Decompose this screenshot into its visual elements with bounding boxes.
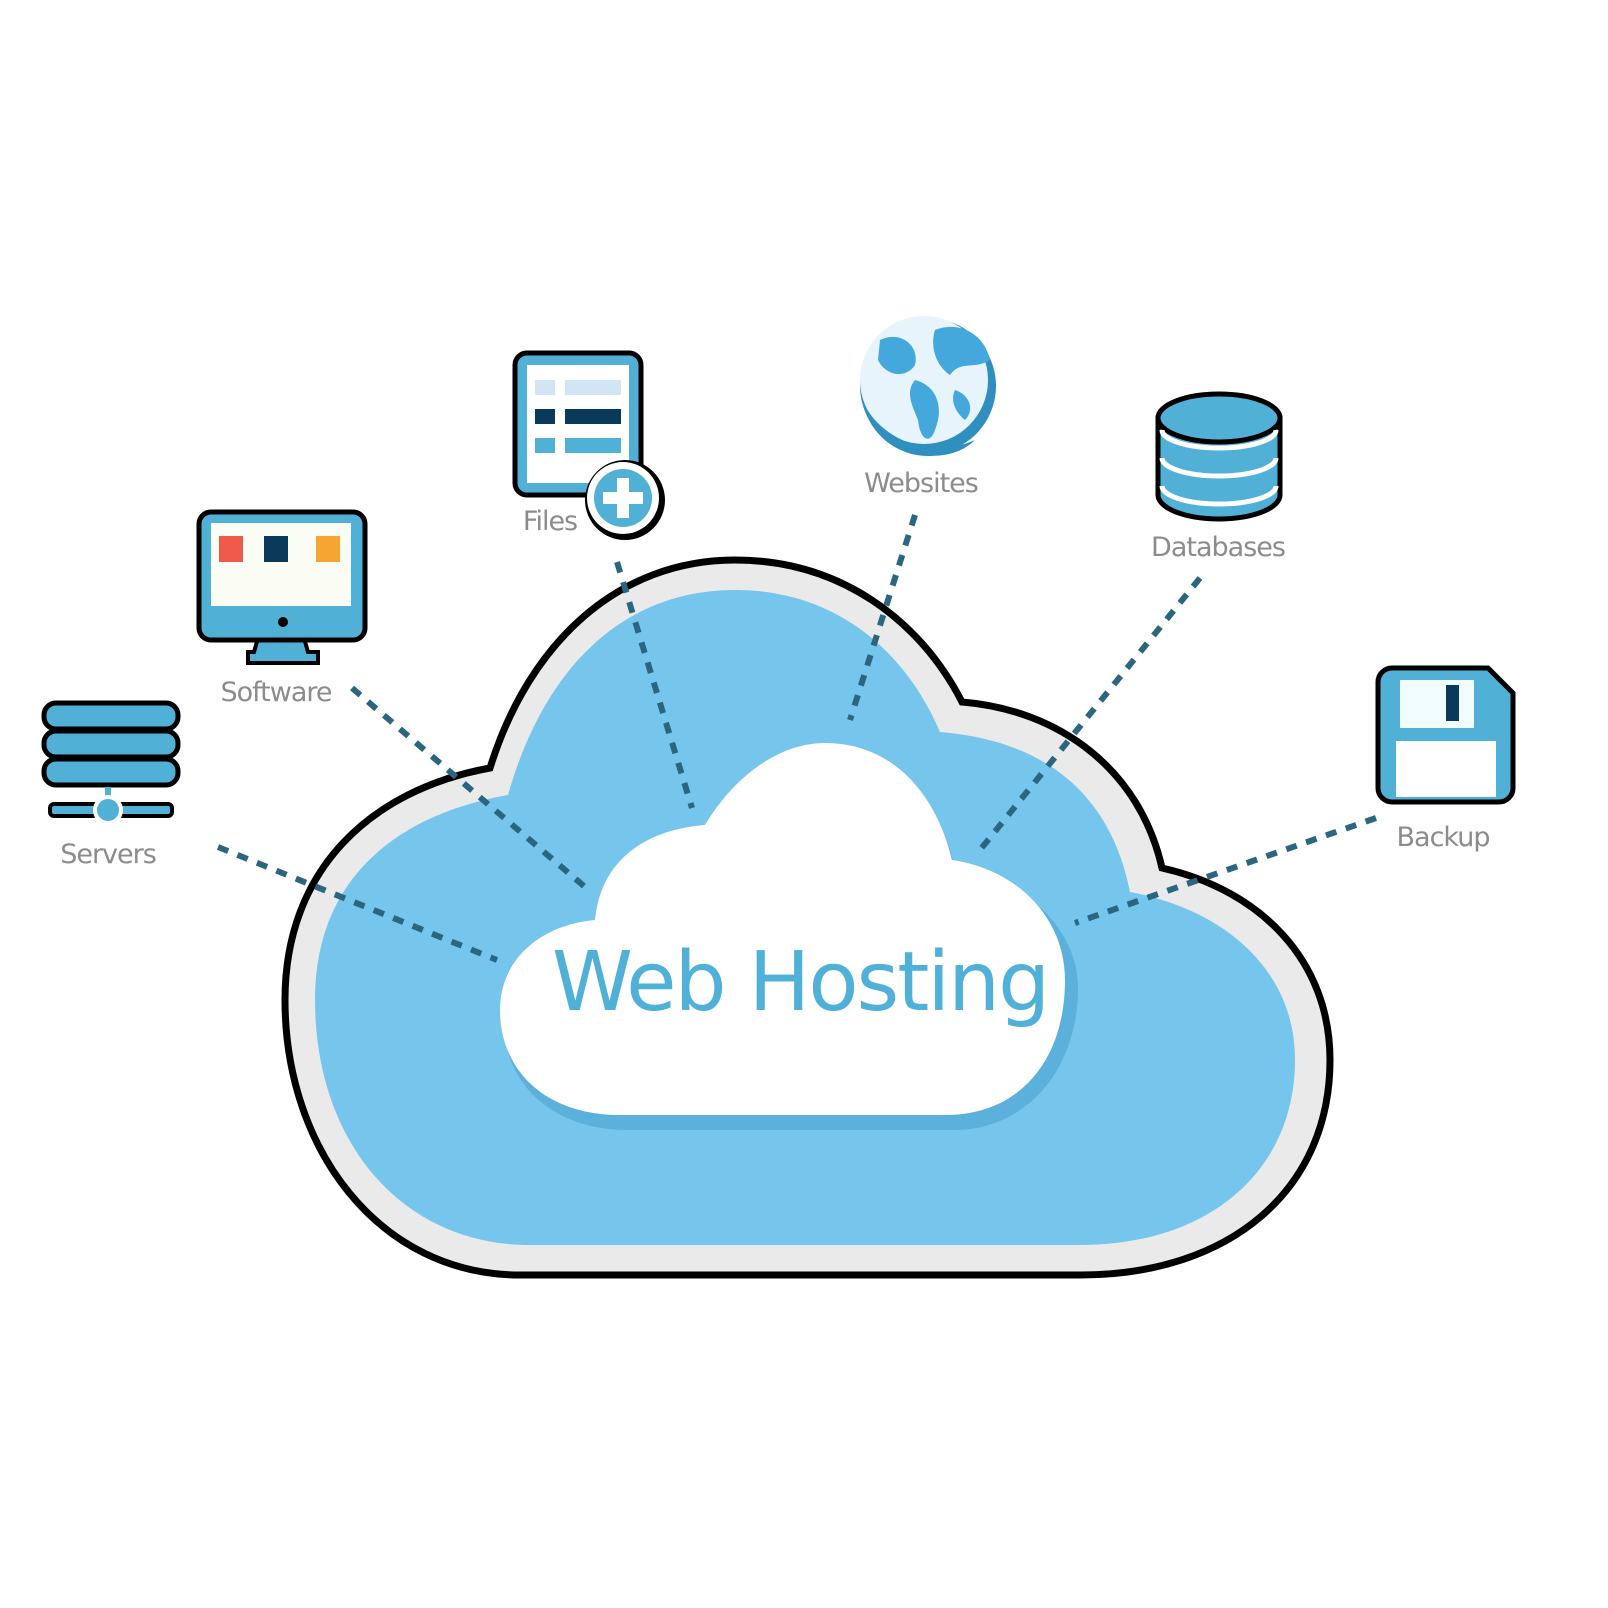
monitor-icon (196, 509, 368, 665)
connector-databases (977, 576, 1203, 852)
file-add-icon (512, 350, 665, 540)
database-icon (1155, 391, 1283, 522)
label-databases: Databases (1151, 532, 1285, 563)
floppy-disk-icon (1375, 665, 1516, 805)
label-servers: Servers (60, 839, 156, 870)
label-websites: Websites (864, 468, 978, 499)
label-files: Files (523, 506, 577, 537)
diagram-title: Web Hosting (552, 935, 1048, 1030)
label-software: Software (220, 677, 331, 708)
label-backup: Backup (1397, 822, 1490, 853)
server-stack-icon (41, 700, 181, 825)
inner-cloud (500, 743, 1065, 1115)
globe-icon (860, 316, 996, 456)
connector-websites (847, 514, 918, 721)
connector-software (350, 685, 587, 890)
connector-servers (216, 844, 499, 963)
connector-files (614, 561, 695, 809)
